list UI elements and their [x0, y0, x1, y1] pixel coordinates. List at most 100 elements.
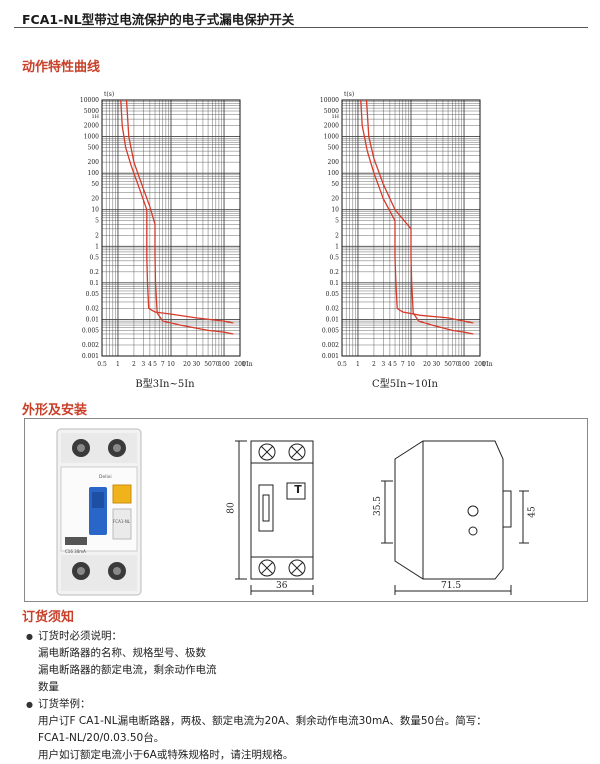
y-tick-label: 0.1 — [89, 280, 99, 287]
y-tick-label: 2 — [335, 232, 339, 239]
y-tick-label: 5000 — [324, 108, 339, 115]
x-tick-label: 50 — [204, 361, 212, 368]
plot-frame — [341, 99, 481, 357]
y-tick-label: 1H — [331, 114, 339, 120]
order-sub-line: 漏电断路器的名称、规格型号、极数 — [38, 647, 206, 659]
dim-depth: 71.5 — [441, 581, 462, 591]
section-title-order: 订货须知 — [22, 610, 75, 625]
appearance-panel: Delixi FCA1-NL C16 30mA T 80 36 35.5 45 … — [24, 418, 588, 602]
appearance-drawings — [56, 428, 529, 596]
x-tick-label: 5 — [153, 361, 157, 368]
y-tick-label: 5000 — [84, 108, 99, 115]
y-tick-label: 100 — [328, 170, 340, 177]
page-header: FCA1-NL型带过电流保护的电子式漏电保护开关 — [14, 6, 588, 28]
y-tick-label: 20 — [91, 196, 99, 203]
y-tick-label: 0.1 — [329, 280, 339, 287]
x-tick-label: 1 — [356, 361, 360, 368]
y-tick-label: 5 — [335, 218, 339, 225]
x-tick-label: 20 — [423, 361, 431, 368]
y-axis-label: t(s) — [344, 91, 354, 98]
y-tick-label: 500 — [88, 145, 100, 152]
y-tick-label: 2 — [95, 232, 99, 239]
x-tick-label: 7 — [161, 361, 165, 368]
y-tick-label: 1 — [95, 243, 99, 250]
y-tick-label: 500 — [328, 145, 340, 152]
y-tick-label: 0.002 — [82, 342, 99, 349]
y-tick-label: 50 — [91, 181, 99, 188]
chart-c-caption: C型5In~10In — [372, 379, 438, 390]
y-tick-label: 200 — [88, 159, 100, 166]
y-tick-label: 10000 — [80, 97, 99, 104]
y-tick-label: 0.01 — [326, 316, 339, 323]
y-tick-label: 0.2 — [89, 269, 99, 276]
front-view-drawing — [235, 440, 314, 595]
chart-c-type: 10000 5000 2000 1000 500 200 100 50 20 10 5 2 1 0.5 0.… — [300, 84, 500, 372]
y-tick-label: 0.01 — [86, 316, 99, 323]
order-item-required-text: 订货时必须说明： — [38, 630, 122, 642]
y-tick-label: 0.2 — [329, 269, 339, 276]
x-tick-label: 4 — [148, 361, 152, 368]
y-tick-label: 10 — [331, 207, 339, 214]
order-item-example: 订货举例： — [26, 696, 586, 713]
y-tick-label: 0.5 — [329, 254, 339, 261]
y-tick-label: 10000 — [320, 97, 339, 104]
x-tick-label: 7 — [401, 361, 405, 368]
x-tick-label: 30 — [432, 361, 440, 368]
side-view-drawing — [381, 440, 529, 595]
y-tick-label: 20 — [331, 196, 339, 203]
x-tick-label: 70 — [452, 361, 460, 368]
x-tick-label: 200 — [234, 361, 246, 368]
order-item-example-text: 订货举例： — [38, 698, 91, 710]
x-tick-label: 10 — [407, 361, 415, 368]
y-tick-label: 2000 — [84, 123, 99, 130]
y-tick-label: 0.02 — [326, 305, 340, 312]
order-sub-line: 数量 — [38, 681, 59, 693]
y-tick-label: 1000 — [324, 134, 339, 141]
y-tick-label: 1000 — [84, 134, 99, 141]
page-title: FCA1-NL型带过电流保护的电子式漏电保护开关 — [22, 12, 295, 27]
x-tick-label: 5 — [393, 361, 397, 368]
x-tick-label: 100 — [218, 361, 230, 368]
device-model-text: FCA1-NL — [113, 519, 131, 524]
order-sub-line: FCA1-NL/20/0.03.50台。 — [38, 732, 165, 744]
y-tick-label: 200 — [328, 159, 340, 166]
y-tick-label: 2000 — [324, 123, 339, 130]
x-axis-label: I/In — [482, 361, 493, 368]
y-tick-label: 0.05 — [86, 291, 100, 298]
device-photo — [56, 428, 142, 596]
y-axis-label: t(s) — [104, 91, 114, 98]
x-tick-label: 200 — [474, 361, 486, 368]
series-curve-2 — [125, 99, 234, 335]
series-curve-1 — [120, 99, 234, 324]
chart-b-caption: B型3In~5In — [135, 379, 195, 390]
x-tick-label: 4 — [388, 361, 392, 368]
dim-rail-height: 45 — [527, 506, 538, 518]
x-tick-label: 30 — [192, 361, 200, 368]
dim-width: 36 — [276, 581, 288, 591]
x-tick-label: 70 — [212, 361, 220, 368]
y-tick-label: 0.002 — [322, 342, 339, 349]
x-tick-label: 0.5 — [97, 361, 107, 368]
section-title-appearance: 外形及安装 — [22, 403, 88, 418]
y-tick-label: 50 — [331, 181, 339, 188]
device-brand: Delixi — [99, 475, 112, 480]
order-sub-line: 用户如订额定电流小于6A或特殊规格时，请注明规格。 — [38, 749, 294, 761]
y-tick-label: 10 — [91, 207, 99, 214]
y-tick-label: 0.005 — [322, 327, 339, 334]
y-tick-label: 100 — [88, 170, 100, 177]
y-tick-label: 1 — [335, 243, 339, 250]
order-notes: 订货时必须说明： 漏电断路器的名称、规格型号、极数 漏电断路器的额定电流，剩余动… — [26, 628, 586, 764]
x-tick-label: 0.5 — [337, 361, 347, 368]
y-tick-label: 5 — [95, 218, 99, 225]
x-tick-label: 2 — [372, 361, 376, 368]
chart-b-svg: 10000 5000 2000 1000 500 200 100 50 20 10 5 2 1 0.5 0.… — [80, 91, 253, 368]
order-sub-line: 用户订F CA1-NL漏电断路器，两极、额定电流为20A、剩余动作电流30mA、… — [38, 715, 487, 727]
chart-c-svg: 10000 5000 2000 1000 500 200 100 50 20 10 5 2 1 0.5 0.… — [320, 91, 493, 368]
x-tick-label: 3 — [381, 361, 385, 368]
device-ratings: C16 30mA — [65, 549, 86, 554]
y-tick-label: 0.02 — [86, 305, 100, 312]
y-tick-label: 0.5 — [89, 254, 99, 261]
section-title-curves: 动作特性曲线 — [22, 60, 101, 75]
series-curve-1 — [360, 99, 474, 324]
y-tick-label: 0.05 — [326, 291, 340, 298]
